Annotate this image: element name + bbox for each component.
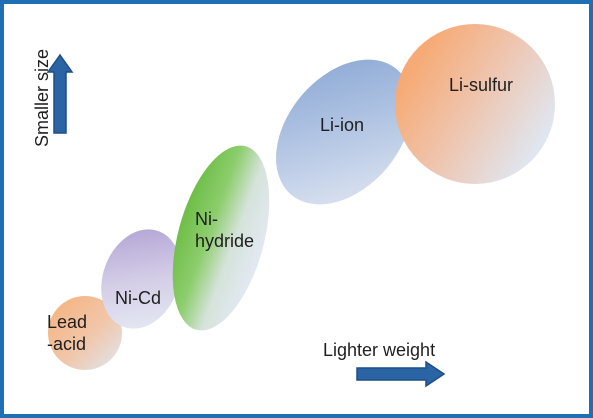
ni-cd-bubble <box>101 229 181 329</box>
up-arrow-icon <box>46 53 74 134</box>
lighter-weight-label: Lighter weight <box>323 340 436 360</box>
ni-hydride-label: Ni- hydride <box>195 209 255 251</box>
ni-cd-label: Ni-Cd <box>115 288 162 308</box>
ni-hydride-bubble <box>172 145 270 331</box>
lead-acid-bubble <box>48 296 122 370</box>
li-ion-label: Li-ion <box>320 115 365 135</box>
right-arrow-icon <box>356 360 446 388</box>
li-sulfur-label: Li-sulfur <box>449 75 514 95</box>
lead-acid-label: Lead -acid <box>47 312 88 354</box>
smaller-size-label: Smaller size <box>32 48 52 148</box>
li-sulfur-bubble <box>395 24 555 184</box>
li-ion-bubble <box>276 59 412 205</box>
